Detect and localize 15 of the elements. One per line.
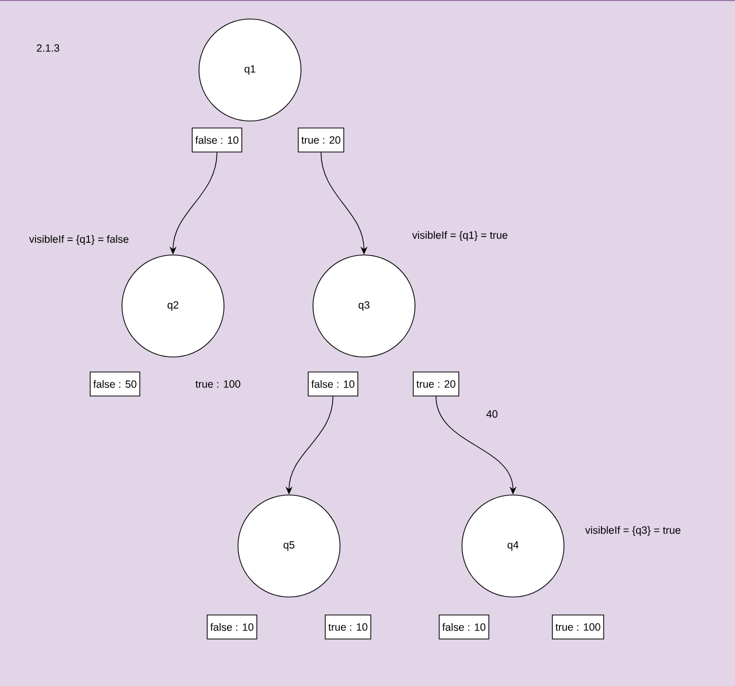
answer-box: false : 10	[192, 128, 242, 152]
condition-text: visibleIf = {q3} = true	[585, 526, 680, 536]
condition-text: visibleIf = {q1} = false	[29, 235, 128, 245]
answer-box: false : 10	[308, 372, 358, 396]
answer-box: true : 100	[552, 614, 604, 640]
label-text: true : 100	[196, 380, 240, 388]
answer-box: true : 20	[412, 372, 460, 396]
answer-box: false : 50	[90, 372, 140, 396]
edge-label: 40	[486, 410, 498, 418]
answer-box: true : 20	[298, 128, 344, 152]
label-text: 2.1.3	[36, 44, 60, 52]
answer-box: false : 10	[206, 614, 258, 640]
condition-text: visibleIf = {q1} = true	[412, 231, 508, 241]
answer-box: true : 10	[324, 614, 372, 640]
answer-box: false : 10	[438, 614, 490, 640]
